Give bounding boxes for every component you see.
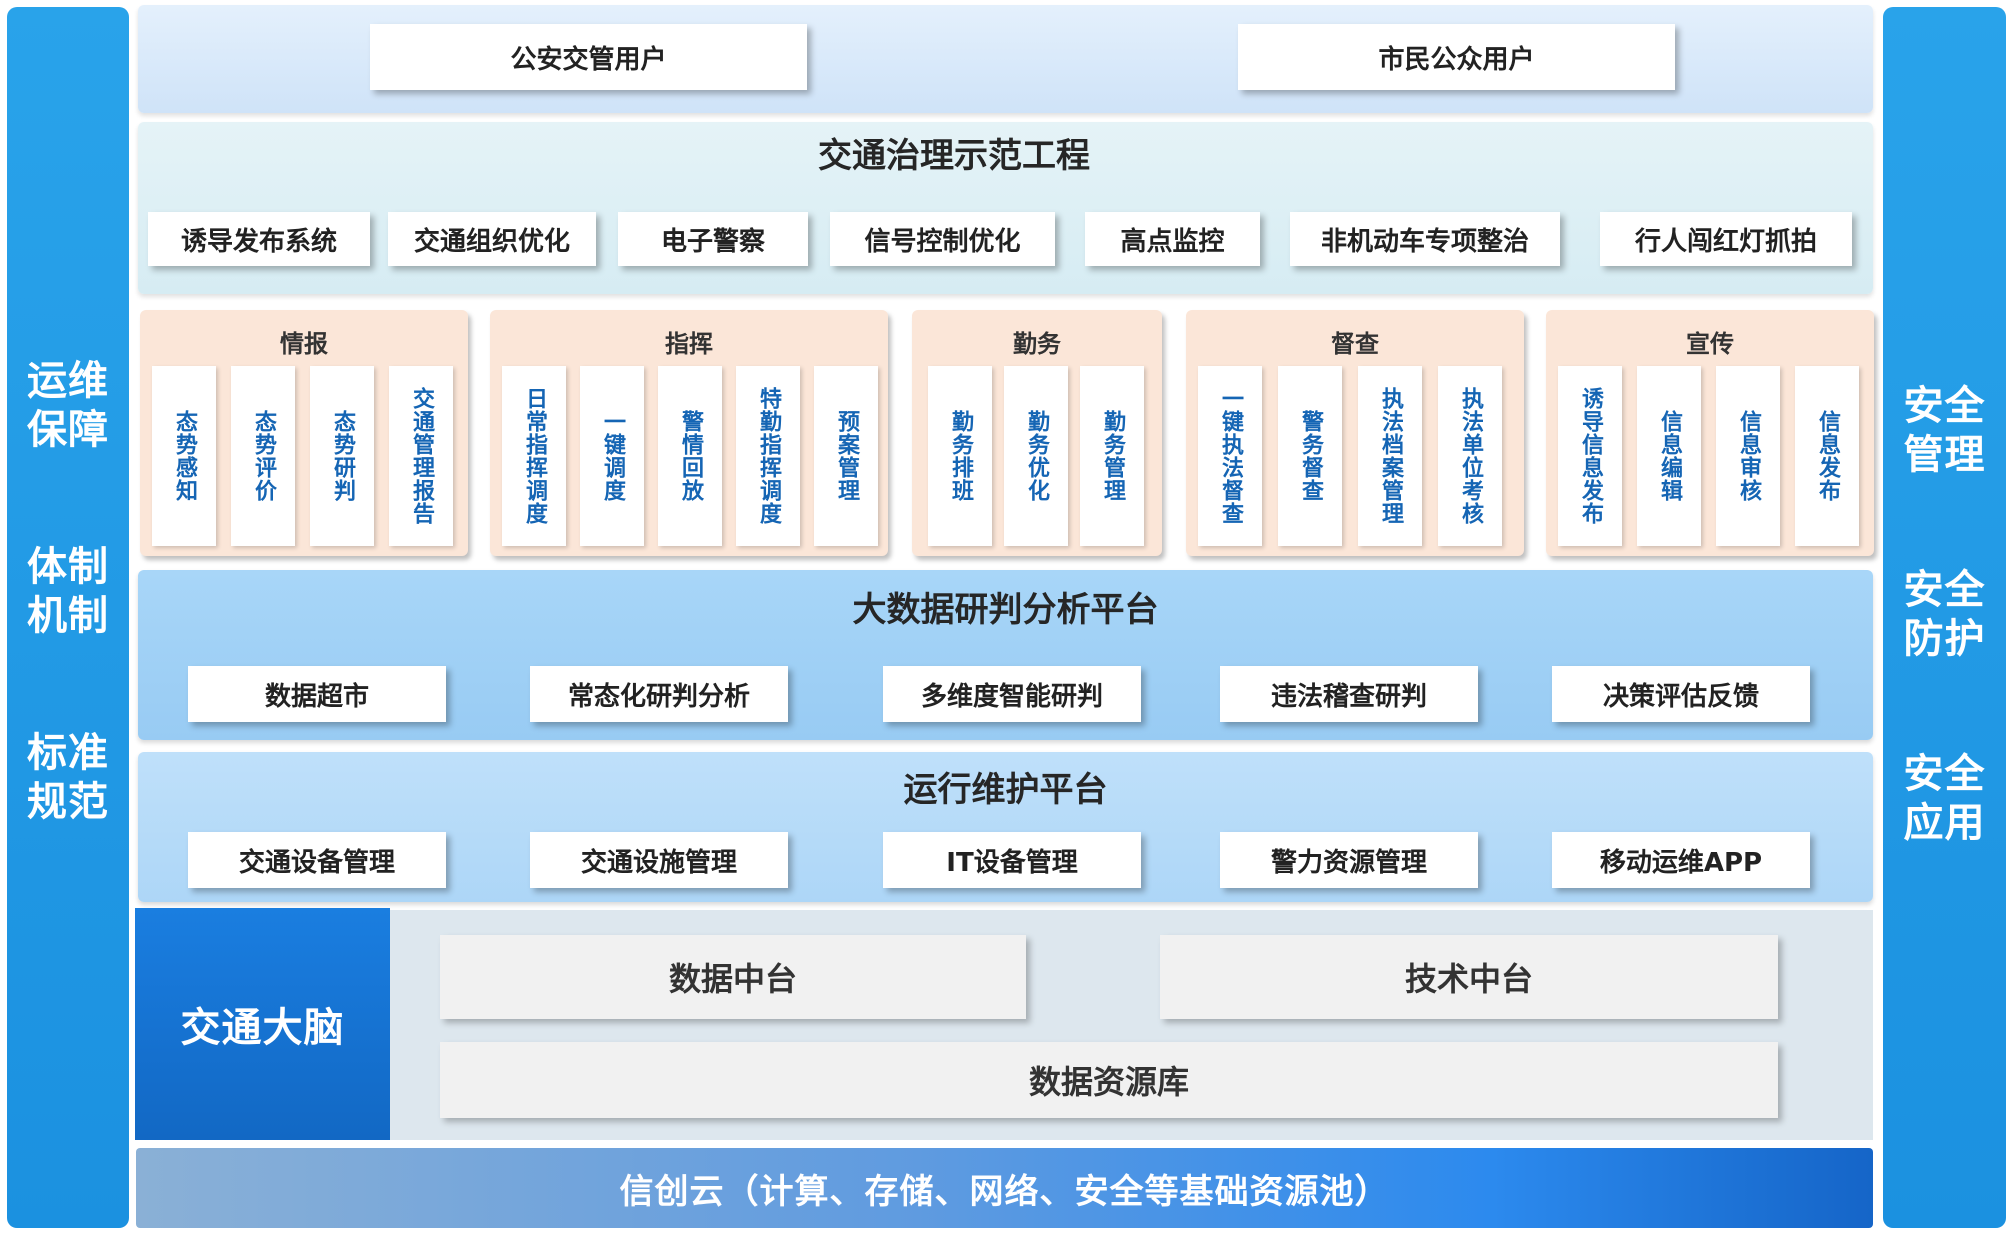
- module-supervision: 督查 一键执法督查 警务督查 执法档案管理 执法单位考核: [1186, 310, 1524, 556]
- ops-item: 警力资源管理: [1220, 832, 1478, 888]
- module-item: 一键调度: [580, 366, 644, 546]
- ops-item: IT设备管理: [883, 832, 1141, 888]
- brain-label: 交通大脑: [180, 1005, 345, 1051]
- ops-item: 交通设备管理: [188, 832, 446, 888]
- module-publicity: 宣传 诱导信息发布 信息编辑 信息审核 信息发布: [1546, 310, 1874, 556]
- demo-item: 交通组织优化: [388, 212, 596, 266]
- ops-title: 运行维护平台: [903, 770, 1108, 810]
- bigdata-item: 违法稽查研判: [1220, 666, 1478, 722]
- cloud-layer: 信创云（计算、存储、网络、安全等基础资源池）: [136, 1148, 1873, 1228]
- demo-item: 行人闯红灯抓拍: [1600, 212, 1852, 266]
- user-police: 公安交管用户: [370, 24, 807, 90]
- module-item: 日常指挥调度: [502, 366, 566, 546]
- demo-project-title: 交通治理示范工程: [818, 136, 1090, 176]
- module-title: 勤务: [1013, 330, 1061, 358]
- module-title: 宣传: [1686, 330, 1734, 358]
- right-panel-item: 安全应用: [1903, 751, 1986, 846]
- module-title: 情报: [280, 330, 328, 358]
- demo-item: 电子警察: [618, 212, 808, 266]
- cloud-label: 信创云（计算、存储、网络、安全等基础资源池）: [619, 1171, 1390, 1212]
- module-item: 特勤指挥调度: [736, 366, 800, 546]
- left-support-panel: 运维保障 体制机制 标准规范: [7, 7, 129, 1228]
- module-title: 指挥: [665, 330, 713, 358]
- module-item: 信息审核: [1716, 366, 1780, 546]
- demo-item: 非机动车专项整治: [1290, 212, 1560, 266]
- module-item: 执法档案管理: [1358, 366, 1422, 546]
- tech-center-box: 技术中台: [1160, 935, 1778, 1019]
- left-panel-item: 运维保障: [27, 358, 109, 453]
- demo-item: 信号控制优化: [830, 212, 1055, 266]
- bigdata-item: 多维度智能研判: [883, 666, 1141, 722]
- ops-item: 移动运维APP: [1552, 832, 1810, 888]
- right-panel-item: 安全防护: [1903, 567, 1986, 662]
- module-item: 警务督查: [1278, 366, 1342, 546]
- module-item: 信息发布: [1795, 366, 1859, 546]
- module-item: 态势感知: [152, 366, 216, 546]
- bigdata-item: 数据超市: [188, 666, 446, 722]
- ops-item: 交通设施管理: [530, 832, 788, 888]
- module-item: 态势评价: [231, 366, 295, 546]
- module-item: 信息编辑: [1637, 366, 1701, 546]
- module-item: 预案管理: [814, 366, 878, 546]
- right-panel-item: 安全管理: [1903, 383, 1986, 478]
- demo-item: 诱导发布系统: [148, 212, 370, 266]
- module-item: 执法单位考核: [1438, 366, 1502, 546]
- bigdata-title: 大数据研判分析平台: [852, 590, 1159, 630]
- data-center-box: 数据中台: [440, 935, 1026, 1019]
- left-panel-item: 标准规范: [27, 730, 109, 825]
- module-item: 诱导信息发布: [1558, 366, 1622, 546]
- bigdata-item: 常态化研判分析: [530, 666, 788, 722]
- module-item: 警情回放: [658, 366, 722, 546]
- module-command: 指挥 日常指挥调度 一键调度 警情回放 特勤指挥调度 预案管理: [490, 310, 888, 556]
- right-security-panel: 安全管理 安全防护 安全应用: [1883, 7, 2006, 1228]
- user-public: 市民公众用户: [1238, 24, 1675, 90]
- module-item: 勤务优化: [1004, 366, 1068, 546]
- left-panel-item: 体制机制: [27, 544, 109, 639]
- module-item: 勤务管理: [1080, 366, 1144, 546]
- demo-item: 高点监控: [1085, 212, 1260, 266]
- resource-library-box: 数据资源库: [440, 1042, 1778, 1118]
- brain-label-box: 交通大脑: [135, 908, 390, 1140]
- module-item: 一键执法督查: [1198, 366, 1262, 546]
- module-item: 态势研判: [310, 366, 374, 546]
- module-title: 督查: [1331, 330, 1379, 358]
- module-intelligence: 情报 态势感知 态势评价 态势研判 交通管理报告: [140, 310, 468, 556]
- module-item: 交通管理报告: [389, 366, 453, 546]
- bigdata-item: 决策评估反馈: [1552, 666, 1810, 722]
- module-item: 勤务排班: [928, 366, 992, 546]
- module-duty: 勤务 勤务排班 勤务优化 勤务管理: [912, 310, 1162, 556]
